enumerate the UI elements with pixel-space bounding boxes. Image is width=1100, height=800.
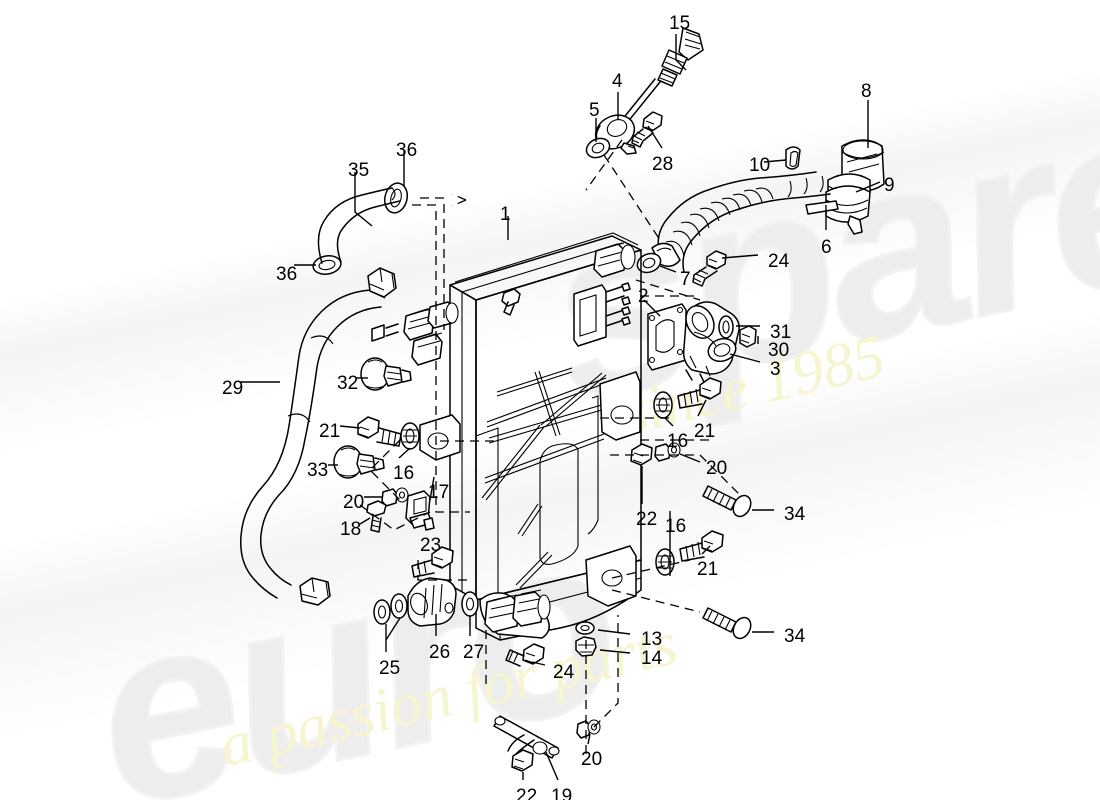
callout-35: 35 [348, 160, 370, 181]
callout-17: 17 [428, 482, 450, 503]
callout-21: 21 [319, 421, 341, 442]
part-18-bolt [366, 500, 387, 533]
callout-20: 20 [343, 492, 365, 513]
part-10-clip [785, 146, 801, 170]
callout-32: 32 [337, 373, 359, 394]
callout-22: 22 [516, 786, 538, 800]
callout-16: 16 [665, 516, 687, 537]
callout-5: 5 [589, 100, 600, 121]
part-20-bush-left [381, 487, 409, 507]
part-33-drain-plug [333, 445, 385, 479]
part-30-plug [739, 325, 757, 348]
part-20-bush-bottom [576, 719, 601, 739]
part-7-oring [636, 252, 662, 274]
callout-3: 3 [770, 359, 781, 380]
callout-30: 30 [768, 340, 790, 361]
part-21-bolt-right-upper [677, 377, 722, 409]
callout-31: 31 [770, 322, 792, 343]
part-34-bolt-upper [702, 485, 752, 518]
callout-27: 27 [463, 642, 485, 663]
callout-10: 10 [749, 155, 771, 176]
part-16-grommet-right-lower [655, 548, 675, 576]
callout-14: 14 [641, 648, 663, 669]
callout-20: 20 [706, 458, 728, 479]
part-16-grommet-left [400, 422, 420, 450]
part-19-rod [493, 715, 560, 759]
callout-28: 28 [652, 154, 674, 175]
callout-9: 9 [884, 175, 895, 196]
part-5-oring [585, 137, 611, 159]
callout-24: 24 [553, 662, 575, 683]
part-16-grommet-right-upper [653, 391, 673, 419]
callout-21: 21 [697, 559, 719, 580]
callout-8: 8 [861, 81, 872, 102]
callout-22: 22 [636, 509, 658, 530]
part-35-hose [317, 187, 401, 264]
part-24-bolt-upper [692, 250, 727, 287]
callout-15: 15 [669, 13, 691, 34]
callout-26: 26 [429, 642, 451, 663]
callout-2: 2 [638, 286, 649, 307]
part-26-elbow [407, 577, 457, 627]
bottom-spigot [484, 589, 551, 633]
callout-4: 4 [612, 71, 623, 92]
leader-lines [240, 34, 881, 781]
callout-34: 34 [784, 626, 806, 647]
part-22-nut-bottom [511, 749, 534, 772]
callout-7: 7 [680, 269, 691, 290]
callout-6: 6 [821, 237, 832, 258]
callout-20: 20 [581, 749, 603, 770]
part-34-bolt-lower [702, 607, 752, 640]
callout-13: 13 [641, 629, 663, 650]
part-6-charge-air-duct [651, 171, 839, 273]
callout-33: 33 [307, 460, 329, 481]
part-23-bolt [411, 546, 454, 578]
part-13-seal [575, 621, 595, 635]
part-1-intercooler-body [371, 232, 642, 641]
part-21-bolt-right-lower [679, 530, 724, 562]
part-24-bolt-lower [505, 643, 545, 667]
callout-29: 29 [222, 378, 244, 399]
callout-25: 25 [379, 658, 401, 679]
callout-16: 16 [393, 463, 415, 484]
part-32-drain-plug [360, 357, 412, 391]
part-17-bracket [405, 490, 435, 531]
part-20-bush-right [654, 442, 681, 462]
part-31-oring [718, 315, 734, 339]
part-36-grommet-lower [312, 255, 342, 275]
part-15-dipstick [616, 27, 704, 130]
part-2-gasket [647, 303, 687, 371]
callout-16: 16 [667, 431, 689, 452]
callout-34: 34 [784, 504, 806, 525]
part-9-neck [825, 173, 871, 235]
part-3-housing [682, 301, 740, 383]
part-29-hose [240, 267, 397, 606]
part-27-oring [461, 591, 479, 617]
callout-1: 1 [500, 204, 511, 225]
callout-36: 36 [276, 264, 298, 285]
callout-23: 23 [420, 535, 442, 556]
callout-24: 24 [768, 251, 790, 272]
part-21-bolt-left [357, 416, 402, 447]
part-25-orings [373, 593, 408, 625]
callout-19: 19 [551, 786, 573, 800]
part-36-grommet-upper [383, 182, 409, 214]
callout-36: 36 [396, 140, 418, 161]
callout-18: 18 [340, 519, 362, 540]
callout-21: 21 [694, 421, 716, 442]
